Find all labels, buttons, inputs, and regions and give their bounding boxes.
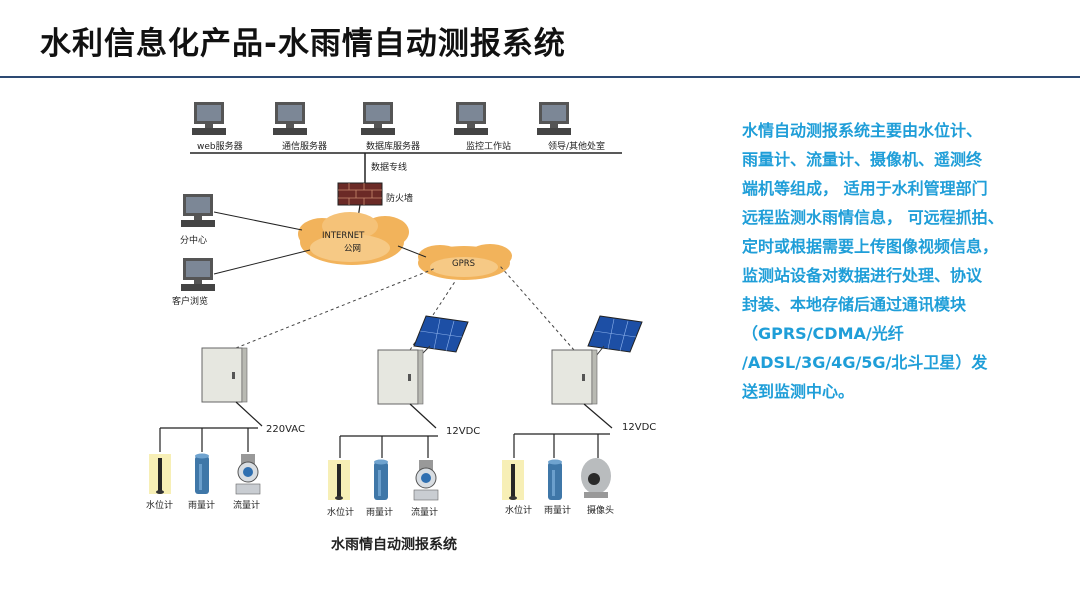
station-3-cabinet bbox=[551, 349, 598, 405]
client-browse-icon bbox=[181, 258, 215, 291]
station-2-flow-meter-icon bbox=[413, 459, 439, 501]
station-3-level-gauge-icon bbox=[502, 460, 524, 500]
server-leader bbox=[537, 102, 571, 135]
station-2-power: 12VDC bbox=[446, 426, 480, 437]
station-3-device-2: 摄像头 bbox=[587, 504, 614, 516]
page-title: 水利信息化产品-水雨情自动测报系统 bbox=[40, 26, 566, 62]
description-line: /ADSL/3G/4G/5G/北斗卫星）发 bbox=[742, 353, 988, 372]
internet-cloud bbox=[298, 212, 409, 265]
description-line: 监测站设备对数据进行处理、协议 bbox=[742, 266, 983, 285]
server-label-0: web服务器 bbox=[197, 140, 243, 152]
description-line: 定时或根据需要上传图像视频信息， bbox=[742, 237, 999, 256]
station-3-device-1: 雨量计 bbox=[544, 504, 571, 516]
gprs-cloud-label: GPRS bbox=[452, 259, 475, 269]
description-line: （GPRS/CDMA/光纤 bbox=[742, 324, 904, 343]
server-label-3: 监控工作站 bbox=[466, 140, 511, 152]
browse-link-line bbox=[213, 249, 311, 275]
station-2-level-gauge-icon bbox=[328, 460, 350, 500]
station-1: 220VAC 水位计 雨量计 流量计 bbox=[146, 347, 305, 511]
wireless-link-2 bbox=[499, 265, 575, 351]
data-line-label: 数据专线 bbox=[371, 161, 407, 173]
station-1-device-1: 雨量计 bbox=[188, 499, 215, 511]
station-2-device-0: 水位计 bbox=[327, 506, 354, 518]
server-label-2: 数据库服务器 bbox=[366, 140, 420, 152]
station-2-device-1: 雨量计 bbox=[366, 506, 393, 518]
station-2-device-2: 流量计 bbox=[411, 506, 438, 518]
station-1-level-gauge-icon bbox=[149, 454, 171, 494]
station-2-cabinet bbox=[377, 349, 424, 405]
server-web bbox=[192, 102, 226, 135]
station-3-device-0: 水位计 bbox=[505, 504, 532, 516]
internet-cloud-sub-label: 公网 bbox=[344, 244, 361, 254]
station-2: 12VDC 水位计 雨量计 流量计 bbox=[327, 315, 480, 518]
diagram-caption: 水雨情自动测报系统 bbox=[331, 536, 457, 553]
title-divider bbox=[0, 76, 1080, 78]
description-line: 封装、本地存储后通过通讯模块 bbox=[742, 295, 967, 314]
firewall-icon bbox=[337, 182, 383, 206]
cloud-link-line bbox=[397, 245, 427, 258]
server-label-4: 领导/其他处室 bbox=[548, 140, 605, 152]
description-line: 远程监测水雨情信息， 可远程抓拍、 bbox=[742, 208, 1004, 227]
firewall-label: 防火墙 bbox=[386, 192, 413, 204]
station-3-camera-icon bbox=[581, 458, 611, 498]
description-line: 端机等组成， 适用于水利管理部门 bbox=[742, 179, 988, 198]
client-label-0: 分中心 bbox=[180, 234, 207, 246]
description-line: 水情自动测报系统主要由水位计、 bbox=[742, 121, 983, 140]
station-3: 12VDC 水位计 雨量计 摄像头 bbox=[502, 315, 656, 516]
server-db bbox=[361, 102, 395, 135]
client-label-1: 客户浏览 bbox=[172, 295, 208, 307]
server-comm bbox=[273, 102, 307, 135]
station-1-flow-meter-icon bbox=[235, 453, 261, 495]
server-monitor bbox=[454, 102, 488, 135]
station-3-power: 12VDC bbox=[622, 422, 656, 433]
description-line: 送到监测中心。 bbox=[742, 382, 855, 401]
gprs-cloud bbox=[418, 244, 512, 280]
description-text: 水情自动测报系统主要由水位计、 雨量计、流量计、摄像机、遥测终 端机等组成， 适… bbox=[742, 116, 1058, 406]
station-3-solar-panel-icon bbox=[587, 315, 643, 353]
station-1-device-2: 流量计 bbox=[233, 499, 260, 511]
server-label-1: 通信服务器 bbox=[282, 140, 327, 152]
server-row: web服务器 通信服务器 数据库服务器 监控工作站 领导/其他处室 bbox=[192, 102, 605, 152]
station-1-rain-gauge-icon bbox=[195, 453, 209, 494]
station-1-power: 220VAC bbox=[266, 424, 305, 435]
station-1-cabinet bbox=[201, 347, 248, 403]
wireless-link-0 bbox=[235, 267, 437, 349]
station-3-rain-gauge-icon bbox=[548, 459, 562, 500]
client-branch-icon bbox=[181, 194, 215, 227]
station-2-solar-panel-icon bbox=[413, 315, 469, 353]
system-diagram: web服务器 通信服务器 数据库服务器 监控工作站 领导/其他处室 数据专线 防… bbox=[146, 102, 656, 553]
branch-link-line bbox=[213, 211, 303, 231]
station-1-device-0: 水位计 bbox=[146, 499, 173, 511]
station-2-rain-gauge-icon bbox=[374, 459, 388, 500]
description-line: 雨量计、流量计、摄像机、遥测终 bbox=[742, 150, 983, 169]
internet-cloud-label: INTERNET bbox=[322, 231, 365, 241]
